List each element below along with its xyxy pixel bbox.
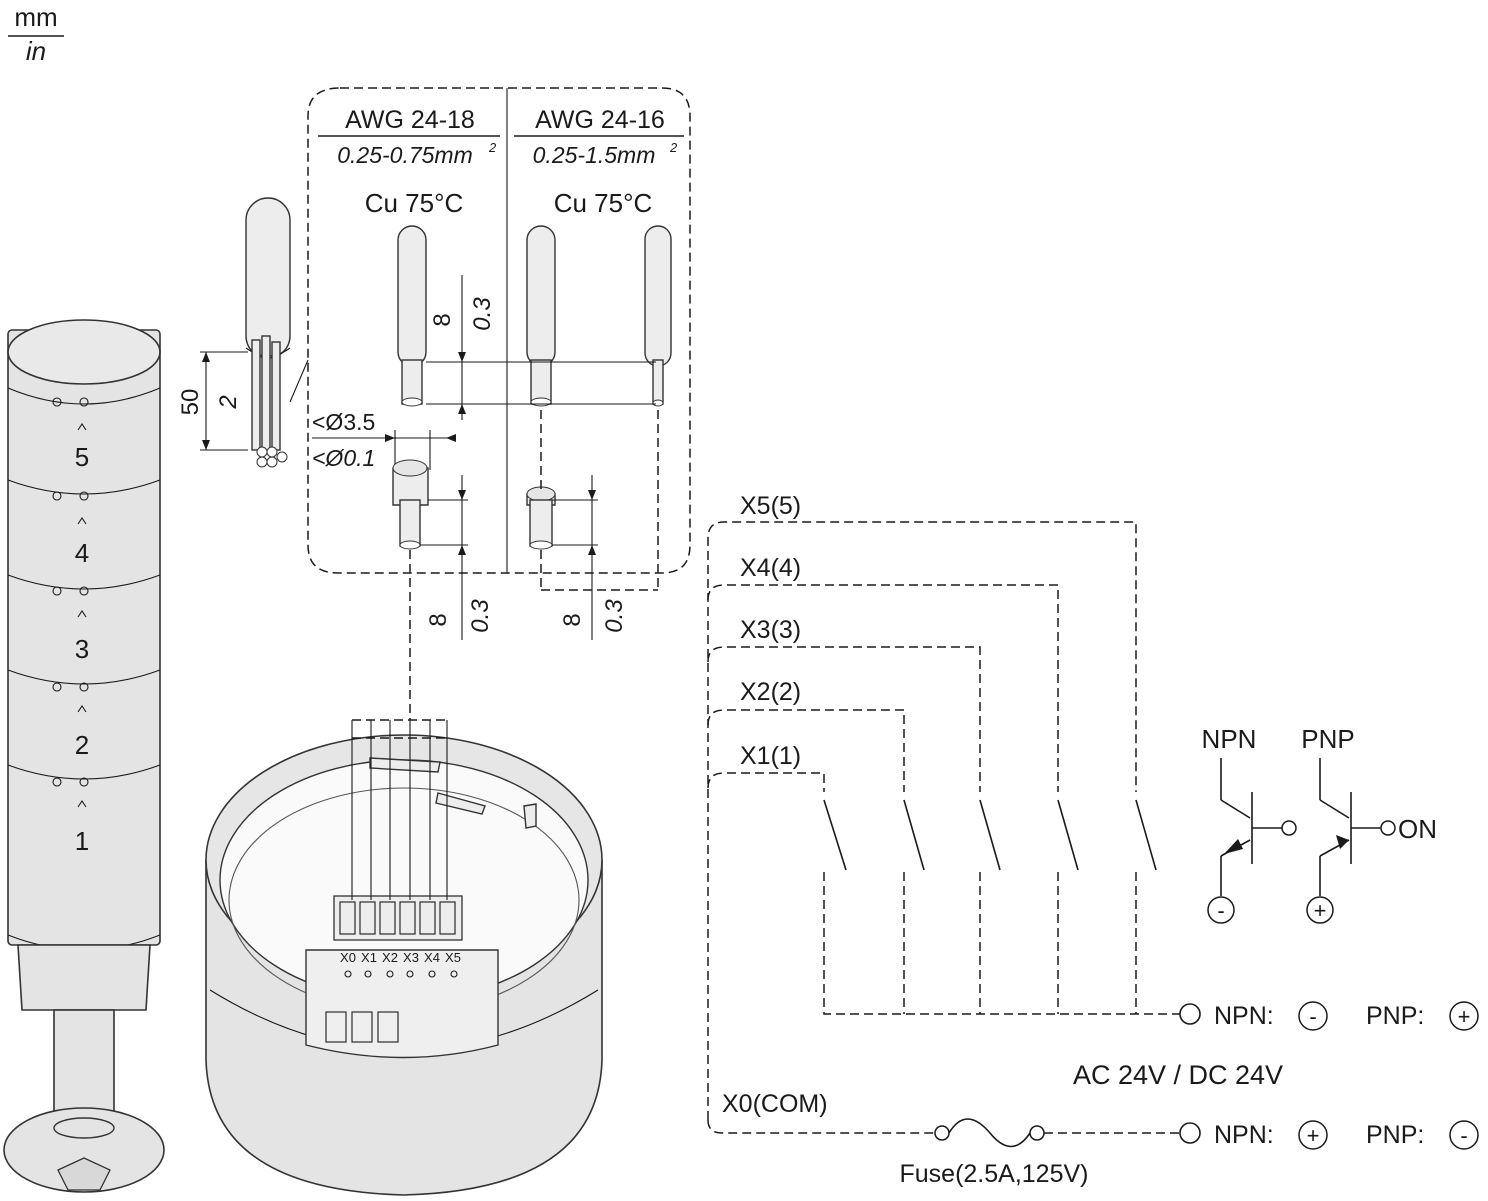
- strip-length-in: 2: [215, 395, 242, 409]
- left-awg: AWG 24-18: [345, 106, 475, 134]
- pnp-output-label: ON: [1398, 814, 1437, 844]
- strip-len-in: 0.3: [469, 297, 496, 331]
- tier-number-5: 5: [75, 442, 89, 472]
- row1-pnp-sign: +: [1458, 1004, 1471, 1029]
- terminal-label-x4: X4: [424, 950, 440, 965]
- right-area-sup: 2: [669, 140, 678, 155]
- row1-pnp-label: PNP:: [1366, 1002, 1424, 1030]
- terminal-label-x5: X5: [445, 950, 461, 965]
- channel-label-x4: X4(4): [740, 554, 801, 582]
- dia-in: <Ø0.1: [312, 445, 375, 471]
- npn-sign: -: [1217, 898, 1224, 923]
- npn-transistor: NPN -: [1202, 724, 1297, 924]
- ferrule-len-mm-left: 8: [425, 613, 452, 626]
- ferrule-len-mm-right: 8: [559, 613, 586, 626]
- row2-pnp-label: PNP:: [1366, 1121, 1424, 1149]
- channel-label-x2: X2(2): [740, 678, 801, 706]
- unit-mm: mm: [14, 2, 57, 32]
- left-area: 0.25-0.75mm: [337, 142, 473, 168]
- strip-length-mm: 50: [177, 389, 204, 416]
- tier-number-3: 3: [75, 634, 89, 664]
- row2-pnp-sign: -: [1460, 1123, 1467, 1148]
- row1-npn-label: NPN:: [1214, 1002, 1274, 1030]
- supply-label: AC 24V / DC 24V: [1073, 1060, 1283, 1090]
- pnp-title: PNP: [1301, 724, 1354, 754]
- supply-terminal-2: [1179, 1122, 1201, 1144]
- left-rating: Cu 75°C: [365, 188, 464, 218]
- channel-label-x3: X3(3): [740, 616, 801, 644]
- circuit-diagram: X5(5) X4(4) X3(3) X2(2) X1(1) X0(COM): [707, 492, 1479, 1188]
- strip-len-mm: 8: [429, 313, 456, 326]
- row2-npn-sign: +: [1307, 1123, 1320, 1148]
- dia-mm: <Ø3.5: [312, 409, 375, 435]
- fuse-label: Fuse(2.5A,125V): [900, 1160, 1089, 1188]
- units-legend: mm in: [8, 2, 64, 66]
- fuse-symbol: [934, 1118, 1045, 1148]
- unit-in: in: [26, 36, 46, 66]
- terminal-label-x0: X0: [340, 950, 356, 965]
- row1-npn-sign: -: [1309, 1004, 1316, 1029]
- terminal-base: X0 X1 X2 X3 X4 X5: [205, 719, 603, 1196]
- terminal-label-x3: X3: [403, 950, 419, 965]
- terminal-label-x1: X1: [361, 950, 377, 965]
- common-label: X0(COM): [722, 1090, 828, 1118]
- channel-label-x1: X1(1): [740, 742, 801, 770]
- supply-terminal-1: [1179, 1003, 1201, 1025]
- ferrule-len-in-right: 0.3: [601, 599, 628, 633]
- lock-icon: [52, 397, 89, 787]
- right-area: 0.25-1.5mm: [533, 142, 656, 168]
- pnp-transistor: PNP ON +: [1301, 724, 1437, 924]
- right-awg: AWG 24-16: [535, 106, 665, 134]
- ferrule-len-in-left: 0.3: [467, 599, 494, 633]
- terminal-label-x2: X2: [382, 950, 398, 965]
- wire-spec-panel: AWG 24-18 0.25-0.75mm 2 Cu 75°C AWG 24-1…: [307, 87, 691, 720]
- left-area-sup: 2: [488, 140, 497, 155]
- channel-label-x5: X5(5): [740, 492, 801, 520]
- tier-number-4: 4: [75, 538, 89, 568]
- tier-number-2: 2: [75, 730, 89, 760]
- right-rating: Cu 75°C: [554, 188, 653, 218]
- row2-npn-label: NPN:: [1214, 1121, 1274, 1149]
- tier-number-1: 1: [75, 826, 89, 856]
- stripped-cable: 50 2: [177, 197, 309, 468]
- pnp-sign: +: [1314, 898, 1327, 923]
- npn-title: NPN: [1202, 724, 1257, 754]
- signal-tower: 5 4 3 2 1: [3, 319, 165, 1193]
